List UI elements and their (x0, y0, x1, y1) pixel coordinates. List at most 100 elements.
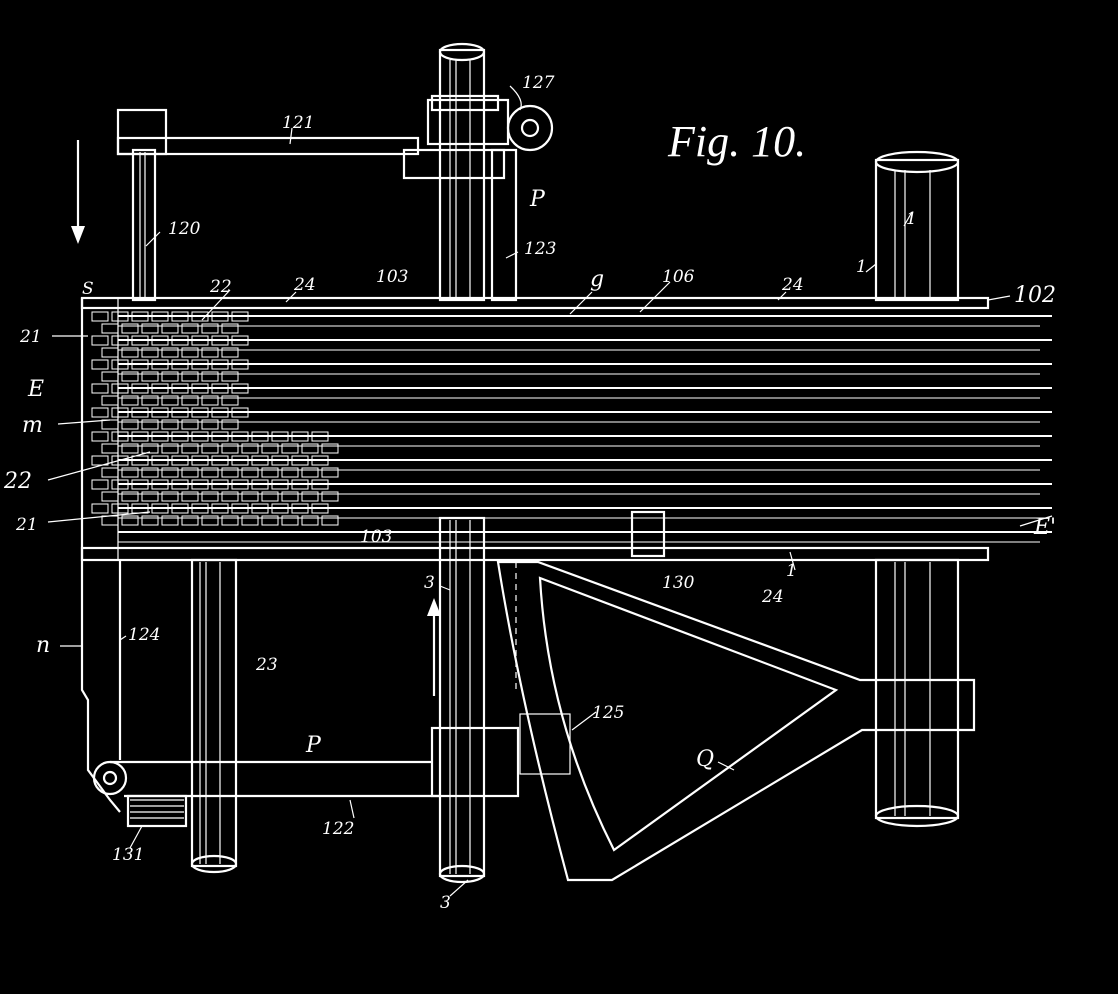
block (201, 371, 219, 382)
block (91, 335, 109, 346)
arm-124 (80, 560, 122, 813)
lever-122 (92, 726, 520, 828)
block (231, 503, 249, 514)
up-arrow (427, 598, 441, 696)
label-22-mid: 22 (3, 469, 32, 494)
block (111, 359, 129, 370)
block (151, 311, 169, 322)
block (191, 455, 209, 466)
block (161, 347, 179, 358)
block (171, 479, 189, 490)
slat-lines (118, 315, 1052, 543)
block (111, 431, 129, 442)
block (121, 347, 139, 358)
block (231, 359, 249, 370)
block (101, 323, 119, 334)
block (251, 503, 269, 514)
block (171, 383, 189, 394)
block (91, 407, 109, 418)
block (171, 455, 189, 466)
block (151, 431, 169, 442)
block (181, 419, 199, 430)
block (141, 323, 159, 334)
block (281, 467, 299, 478)
right-post (874, 150, 960, 828)
center-post (438, 42, 486, 884)
block (141, 515, 159, 526)
block (111, 479, 129, 490)
block (101, 371, 119, 382)
block (221, 395, 239, 406)
block (271, 455, 289, 466)
label-122: 122 (322, 819, 354, 839)
block (111, 407, 129, 418)
block (111, 335, 129, 346)
block (321, 443, 339, 454)
block (221, 467, 239, 478)
block (141, 371, 159, 382)
block-131-hatch (130, 799, 184, 819)
block (181, 491, 199, 502)
label-1-right: 1 (856, 257, 867, 277)
block (191, 359, 209, 370)
block (171, 431, 189, 442)
block (191, 383, 209, 394)
block (121, 443, 139, 454)
block (251, 479, 269, 490)
block (111, 503, 129, 514)
block (311, 479, 329, 490)
label-21-lower: 21 (15, 515, 38, 535)
block (101, 443, 119, 454)
block (171, 503, 189, 514)
block-pattern (91, 311, 339, 526)
block (121, 467, 139, 478)
block (111, 311, 129, 322)
block (141, 347, 159, 358)
block (321, 491, 339, 502)
block (201, 515, 219, 526)
block (221, 323, 239, 334)
block (201, 419, 219, 430)
block (311, 503, 329, 514)
block (211, 479, 229, 490)
block (201, 443, 219, 454)
label-22-top: 22 (209, 277, 232, 297)
block (91, 503, 109, 514)
block (131, 335, 149, 346)
block (271, 503, 289, 514)
block (161, 371, 179, 382)
block (181, 347, 199, 358)
block (101, 515, 119, 526)
block (101, 467, 119, 478)
block (91, 455, 109, 466)
block (261, 443, 279, 454)
block (171, 359, 189, 370)
block (141, 491, 159, 502)
block (131, 431, 149, 442)
label-103-top: 103 (376, 267, 408, 287)
block (121, 323, 139, 334)
block (191, 479, 209, 490)
label-131: 131 (112, 845, 144, 865)
block (141, 419, 159, 430)
block (261, 467, 279, 478)
block (131, 407, 149, 418)
label-121: 121 (282, 113, 314, 133)
label-124: 124 (128, 625, 160, 645)
block (171, 335, 189, 346)
block (91, 311, 109, 322)
block (251, 431, 269, 442)
block (291, 431, 309, 442)
block (131, 455, 149, 466)
block (201, 395, 219, 406)
block (221, 515, 239, 526)
block (321, 467, 339, 478)
slat-stack (80, 296, 990, 562)
label-3-bottom: 3 (440, 893, 451, 913)
label-n: n (36, 633, 50, 658)
block (221, 443, 239, 454)
block (221, 491, 239, 502)
block (151, 503, 169, 514)
block (151, 407, 169, 418)
lever-121 (116, 94, 554, 180)
